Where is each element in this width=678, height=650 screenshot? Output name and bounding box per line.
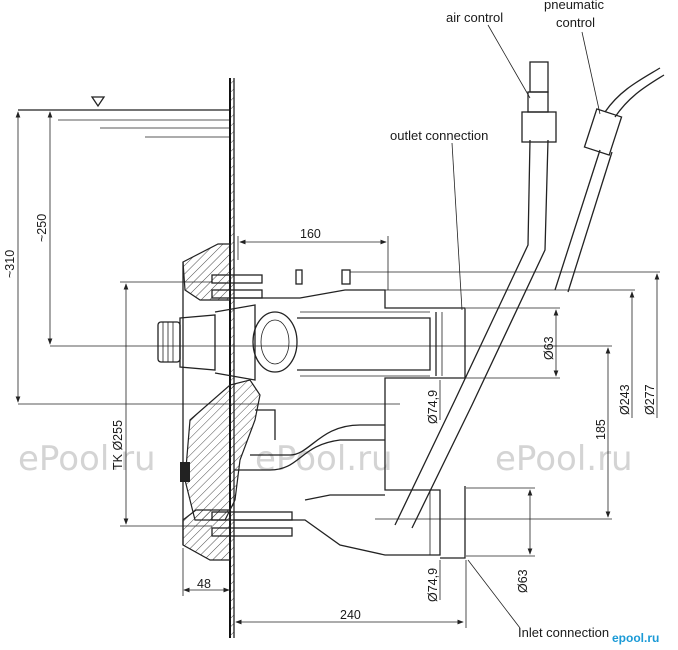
dim-185: 185 bbox=[594, 419, 608, 440]
air-control-pipe bbox=[394, 61, 557, 529]
dim-d277: Ø277 bbox=[643, 384, 657, 415]
front-flange bbox=[182, 243, 231, 561]
water-level-symbol bbox=[90, 96, 106, 108]
dim-d74-top: Ø74,9 bbox=[426, 390, 440, 424]
watermark-center: ePool.ru bbox=[255, 439, 393, 479]
inlet-pipe bbox=[234, 396, 466, 559]
dim-tk255: TK Ø255 bbox=[111, 420, 125, 470]
outlet-connection-label: outlet connection bbox=[390, 128, 488, 143]
bolts bbox=[180, 274, 293, 537]
logo-text: epool.ru bbox=[612, 631, 659, 645]
dim-d74-bottom: Ø74,9 bbox=[426, 568, 440, 602]
watermark-left: ePool.ru bbox=[18, 439, 156, 479]
dim-d63-bottom: Ø63 bbox=[516, 569, 530, 593]
water-level bbox=[18, 96, 230, 138]
dim-d243: Ø243 bbox=[618, 384, 632, 415]
nozzle bbox=[157, 304, 298, 381]
callout-labels: air control pneumatic control outlet con… bbox=[390, 0, 609, 640]
inlet-connection-label: Inlet connection bbox=[518, 625, 609, 640]
pneumatic-control-label-line2: control bbox=[556, 15, 595, 30]
dim-48: 48 bbox=[197, 577, 211, 591]
housing-section bbox=[184, 379, 261, 521]
dimension-lines bbox=[15, 24, 660, 629]
dim-310: ~310 bbox=[3, 250, 17, 278]
pneumatic-control-label-line1: pneumatic bbox=[544, 0, 604, 12]
dim-d63-top: Ø63 bbox=[542, 336, 556, 360]
pneumatic-hose bbox=[554, 67, 665, 293]
air-control-label: air control bbox=[446, 10, 503, 25]
dim-240: 240 bbox=[340, 608, 361, 622]
dimension-labels: 160 ~310 ~250 TK Ø255 Ø63 Ø74,9 Ø243 Ø27… bbox=[3, 214, 657, 622]
dim-160: 160 bbox=[300, 227, 321, 241]
outlet-pipe bbox=[234, 269, 466, 396]
watermark-right: ePool.ru bbox=[495, 439, 633, 479]
epool-logo: epool.ru bbox=[612, 631, 659, 645]
dim-250: ~250 bbox=[35, 214, 49, 242]
